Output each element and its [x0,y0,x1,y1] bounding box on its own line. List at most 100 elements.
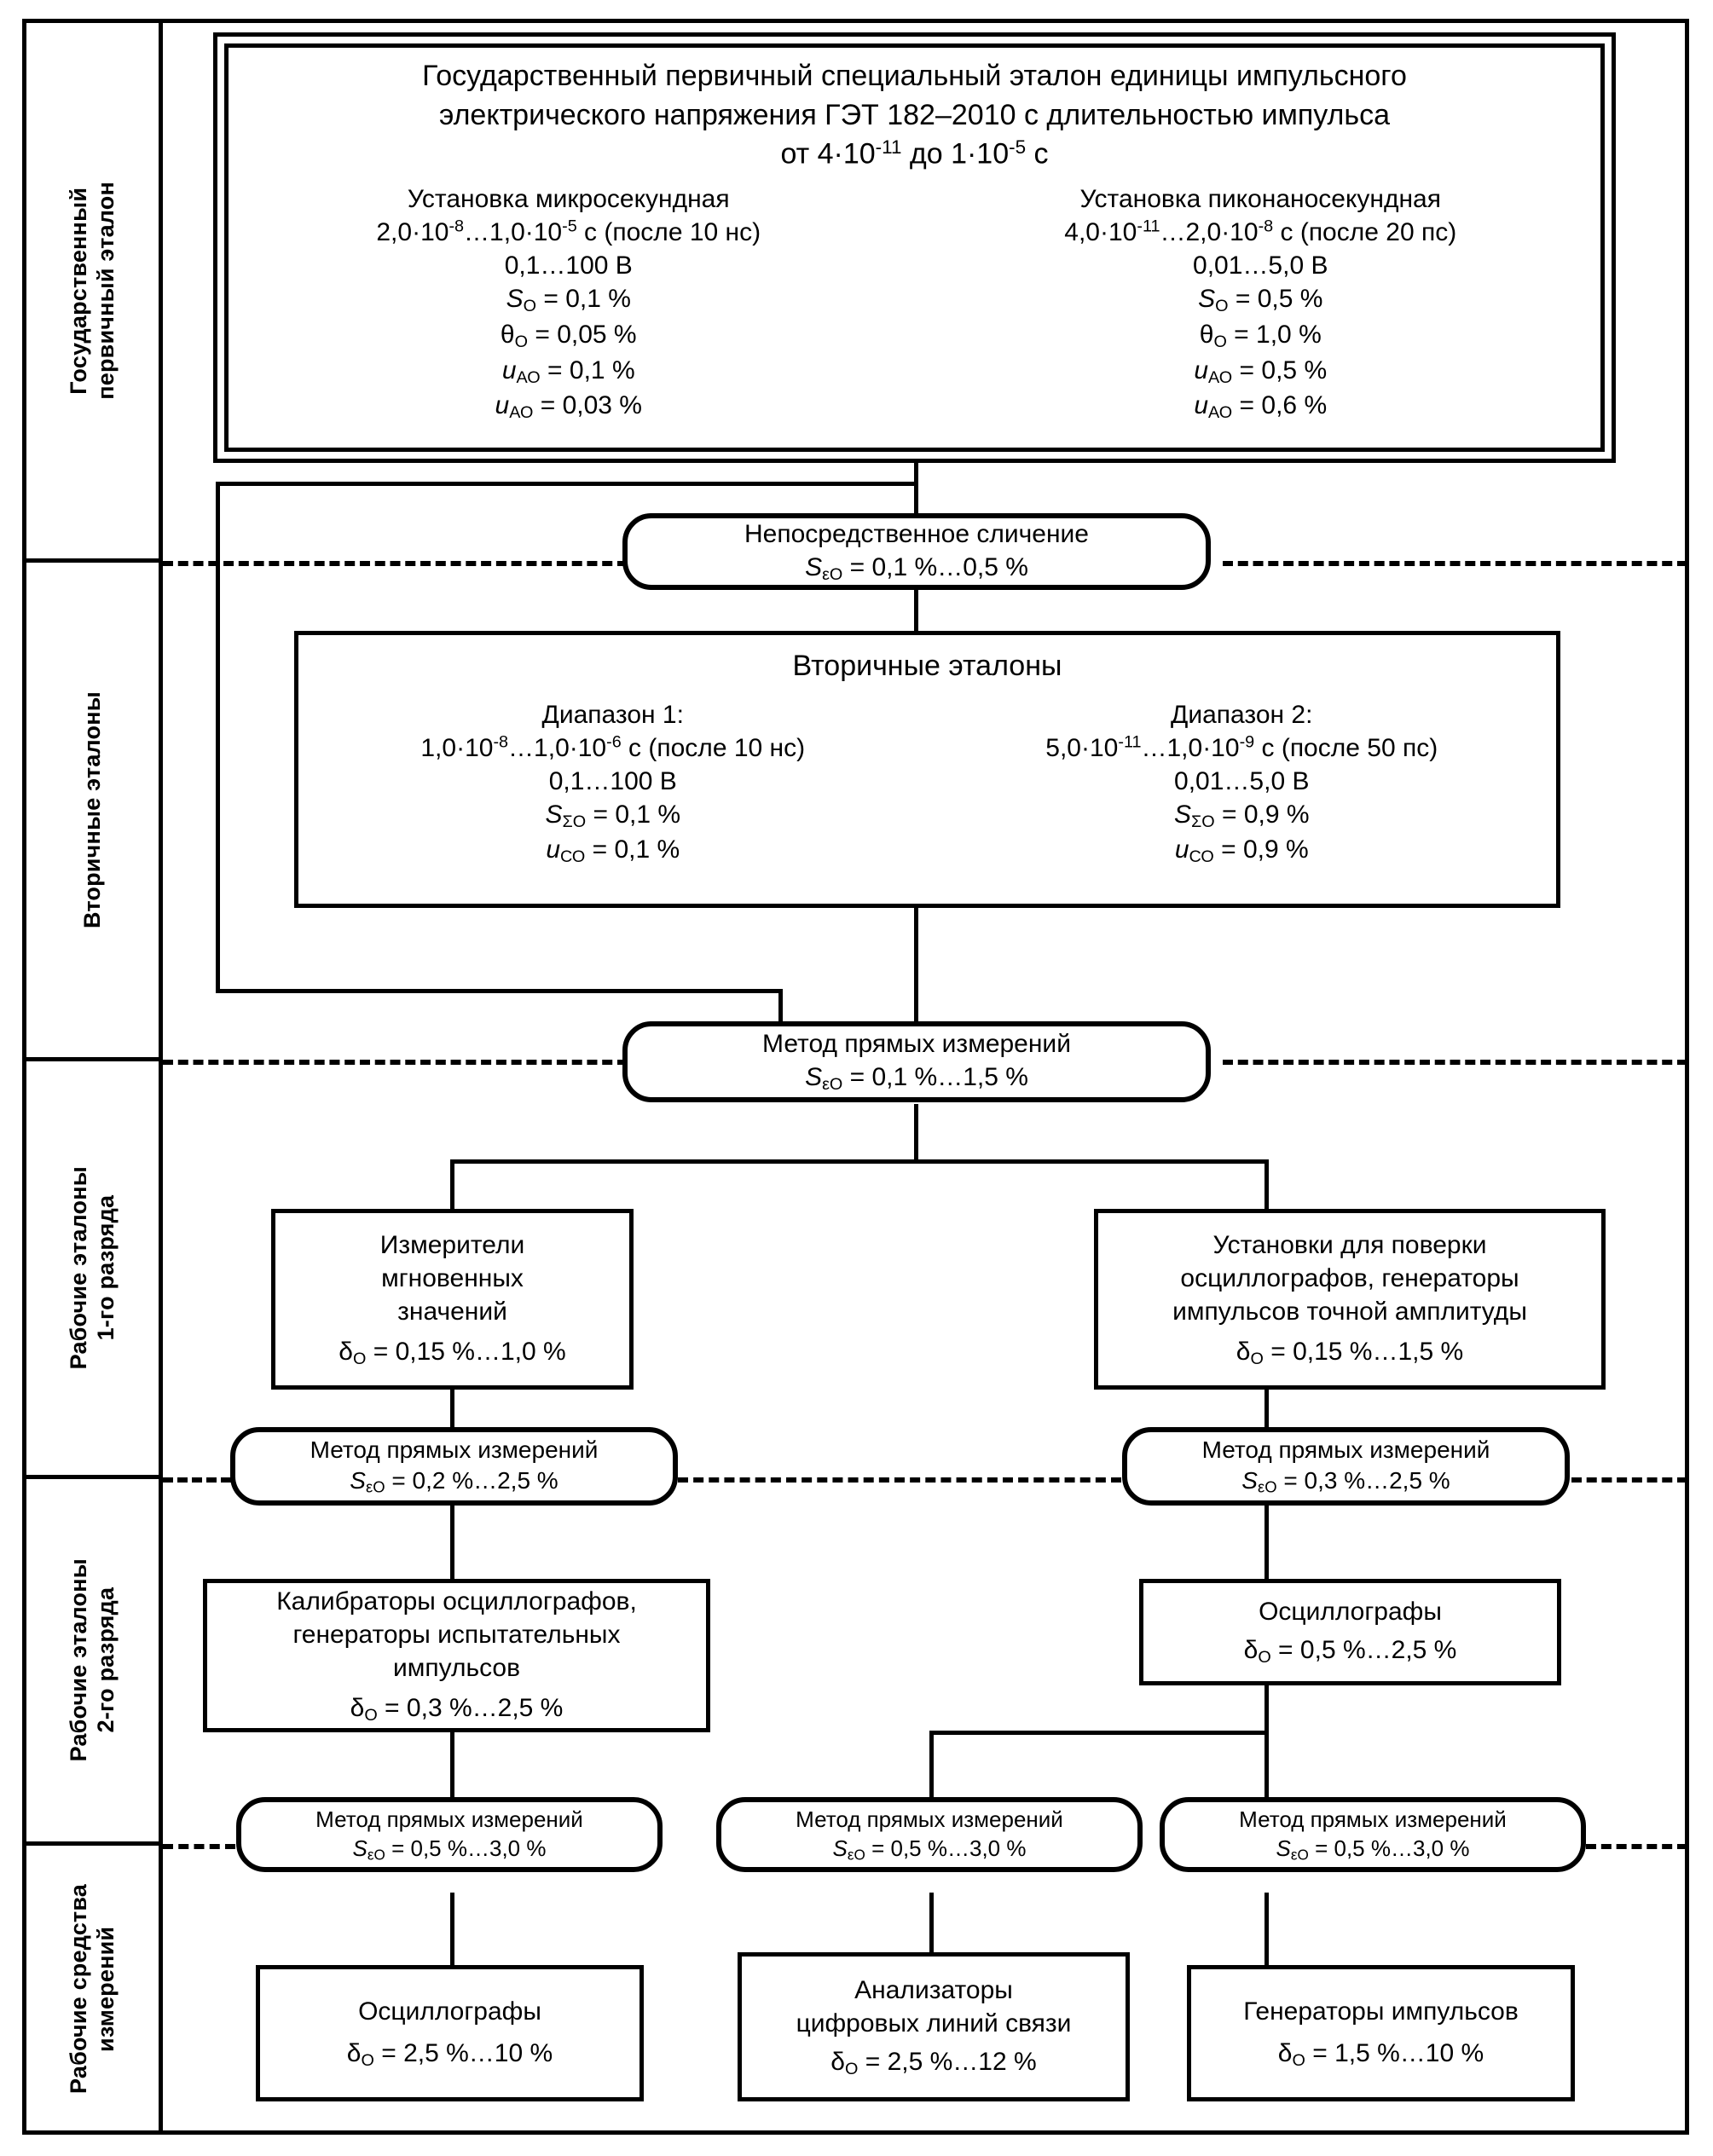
primary-left-ua0-2: uАО = 0,03 % [495,391,642,423]
instrument-1-delta-value: 2,5 %…10 % [403,2038,553,2067]
primary-left-theta0: θО = 0,05 % [500,320,637,351]
rank1-right-delta-value: 0,15 %…1,5 % [1293,1337,1464,1366]
secondary-left-uc-value: 0,1 % [614,835,680,864]
secondary-left-voltage: 0,1…100 В [548,766,677,795]
secondary-right-uc: uСО = 0,9 % [1174,835,1309,867]
method-bottom-2-title: Метод прямых измерений [796,1806,1063,1832]
sidebar-rule-2 [22,1057,163,1061]
connector-method-right-to-rank2 [1264,1505,1269,1581]
rank2-right-delta-value: 0,5 %…2,5 % [1299,1636,1457,1665]
method-bottom-3-title: Метод прямых измерений [1239,1806,1507,1832]
primary-left-range-post: с (после 10 нс) [576,218,761,247]
instrument-2-line2: цифровых линий связи [796,2009,1072,2038]
method-bottom-1-title: Метод прямых измерений [315,1806,583,1832]
secondary-right-range-pre: 5,0·10 [1045,733,1119,762]
secondary-right-range: 5,0·10-11…1,0·10-9 с (после 50 пс) [1045,731,1438,765]
connector-method-b3-down [1264,1893,1269,1965]
rank2-right-delta: δО = 0,5 %…2,5 % [1243,1636,1457,1668]
method-direct-comparison-box: Непосредственное сличение SεО = 0,1 %…0,… [622,513,1211,590]
primary-standard-box: Государственный первичный специальный эт… [213,32,1616,463]
primary-left-range-pre: 2,0·10 [376,218,449,247]
instrument-2-delta-value: 2,5 %…12 % [887,2047,1037,2076]
connector-left-spine [216,482,220,993]
method-bottom-box-3: Метод прямых измерений SεО = 0,5 %…3,0 % [1160,1797,1586,1872]
method-direct-main-box: Метод прямых измерений SεО = 0,1 %…1,5 % [622,1021,1211,1102]
connector-method-left-to-rank2 [450,1505,454,1581]
connector-bottom-right-drop [1264,1731,1269,1799]
primary-right-range-mid: …2,0·10 [1160,218,1259,247]
rank1-left-delta: δО = 0,15 %…1,0 % [339,1337,566,1368]
tier-divider-4 [163,1844,235,1849]
tier-divider-3b [678,1477,1121,1483]
secondary-left-s-sigma: SΣО = 0,1 % [545,800,681,831]
primary-right-ua0-2: uАО = 0,6 % [1194,391,1328,423]
connector-primary-down [914,460,918,520]
sidebar-rule-1 [22,558,163,563]
primary-right-heading: Установка пиконаносекундная [1079,185,1441,214]
primary-left-range-exp2: -5 [562,217,577,237]
method-bottom-1-value-number: 0,5 %…3,0 % [410,1835,547,1861]
rank2-right-line1: Осциллографы [1259,1598,1442,1627]
rank2-left-box: Калибраторы осциллографов, генераторы ис… [203,1579,710,1732]
rank1-left-box: Измерители мгновенных значений δО = 0,15… [271,1209,634,1390]
instrument-2-delta: δО = 2,5 %…12 % [830,2047,1037,2078]
tier-divider-2 [163,1060,628,1065]
method-rank1-left-value: SεО = 0,2 %…2,5 % [350,1467,558,1496]
secondary-right-range-exp1: -11 [1118,732,1142,752]
primary-right-ua0-2-value: 0,6 % [1261,391,1328,420]
rank2-left-delta: δО = 0,3 %…2,5 % [350,1693,564,1725]
primary-title-line2: электрического напряжения ГЭТ 182–2010 с… [438,98,1391,131]
primary-right-voltage: 0,01…5,0 В [1193,251,1328,280]
primary-right-range-exp1: -11 [1137,217,1160,237]
secondary-right-voltage: 0,01…5,0 В [1174,766,1310,795]
primary-right-range-exp2: -8 [1258,217,1274,237]
secondary-left-range-exp1: -8 [493,732,509,752]
primary-right-range-post: с (после 20 пс) [1273,218,1457,247]
secondary-right-heading: Диапазон 2: [1171,700,1313,729]
primary-left-ua0-1: uАО = 0,1 % [501,355,635,387]
connector-method-b1-down [450,1893,454,1965]
primary-right-range: 4,0·10-11…2,0·10-8 с (после 20 пс) [1064,216,1456,249]
tier-divider-3c [1571,1477,1687,1483]
primary-title-l3-pre: от 4·10 [780,137,876,171]
sidebar-rule-3 [22,1475,163,1479]
method-bottom-box-1: Метод прямых измерений SεО = 0,5 %…3,0 % [236,1797,663,1872]
secondary-standards-box: Вторичные эталоны Диапазон 1: 1,0·10-8…1… [294,631,1560,908]
rank1-left-line3: значений [397,1297,507,1326]
tier-divider-1b [1223,561,1687,566]
tier-divider-2b [1223,1060,1687,1065]
instrument-3-line1: Генераторы импульсов [1243,1997,1519,2026]
rank2-left-line2: генераторы испытательных [292,1620,621,1649]
secondary-right-s-sigma: SΣО = 0,9 % [1173,800,1310,831]
method-bottom-1-value: SεО = 0,5 %…3,0 % [352,1835,547,1863]
connector-rank2-left-down [450,1731,454,1799]
method-rank1-left-box: Метод прямых измерений SεО = 0,2 %…2,5 % [230,1427,678,1506]
rank1-right-box: Установки для поверки осциллографов, ген… [1094,1209,1606,1390]
primary-right-theta0: θО = 1,0 % [1199,320,1322,351]
primary-right-theta0-value: 1,0 % [1256,320,1322,349]
primary-title-line3: от 4·10-11 до 1·10-5 с [223,135,1606,174]
sidebar-divider [159,19,163,2135]
connector-rank2-right-bus [929,1731,1267,1735]
connector-bottom-mid-drop [929,1731,934,1799]
secondary-right-uc-value: 0,9 % [1242,835,1309,864]
tier-divider-4b [1586,1844,1687,1849]
method-bottom-3-value-number: 0,5 %…3,0 % [1334,1835,1470,1861]
primary-left-theta0-value: 0,05 % [557,320,637,349]
instrument-1-delta: δО = 2,5 %…10 % [346,2038,553,2070]
primary-column-microsecond: Установка микросекундная 2,0·10-8…1,0·10… [223,182,915,425]
primary-left-range-mid: …1,0·10 [464,218,563,247]
method-main-title: Метод прямых измерений [762,1030,1071,1059]
method-main-value-number: 0,1 %…1,5 % [871,1063,1028,1092]
instrument-2-line1: Анализаторы [854,1975,1013,2004]
connector-method-main-down [914,1104,918,1164]
method-comparison-value-number: 0,1 %…0,5 % [871,552,1028,581]
method-bottom-2-value: SεО = 0,5 %…3,0 % [832,1835,1027,1863]
instrument-box-digital-line-analyzers: Анализаторы цифровых линий связи δО = 2,… [738,1952,1130,2101]
secondary-title: Вторичные эталоны [792,650,1062,682]
connector-rank1-right-to-method [1264,1390,1269,1442]
tier-divider-3 [163,1477,231,1483]
connector-primary-bus [216,482,917,486]
primary-left-s0: SО = 0,1 % [506,285,631,316]
